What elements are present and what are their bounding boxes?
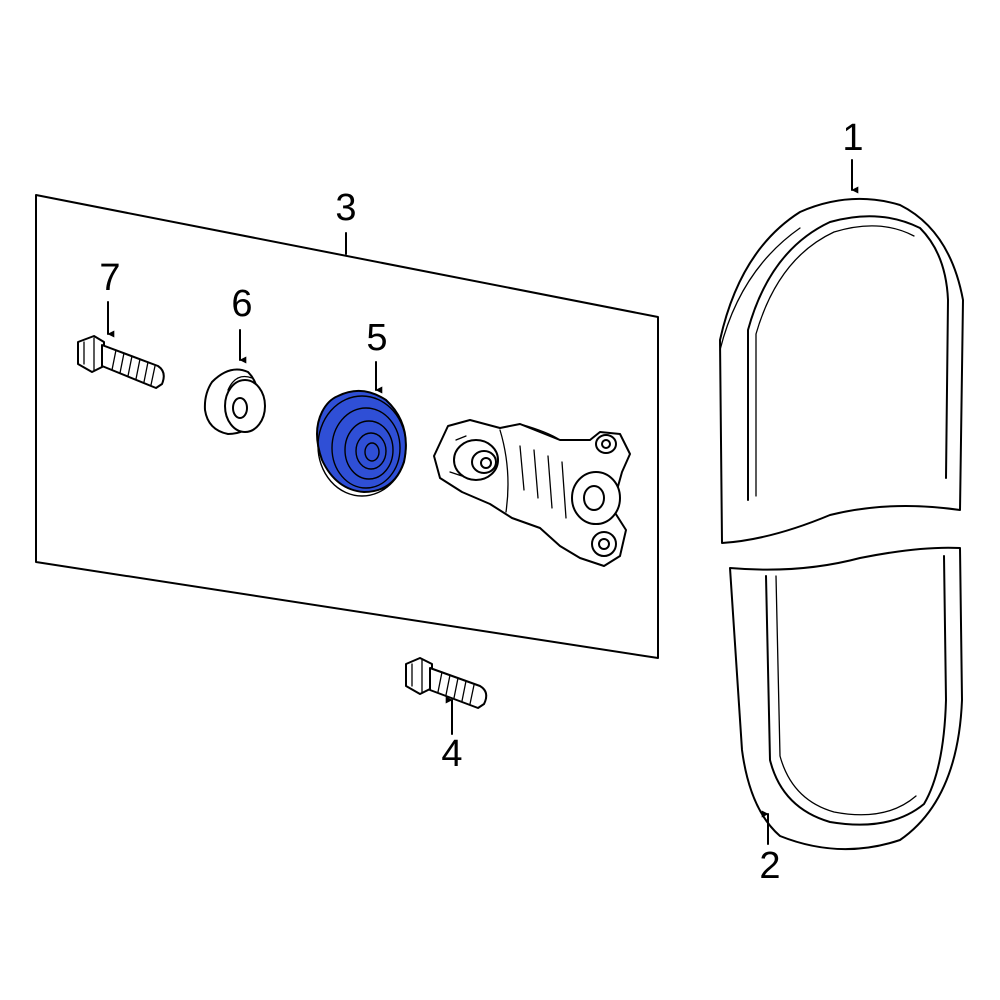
- leader-lines: [107, 159, 859, 845]
- callout-labels: 1 2 3 4 5 6 7: [99, 117, 863, 887]
- idler-pulley-icon: [316, 389, 407, 497]
- callout-5: 5: [366, 317, 387, 359]
- callout-4: 4: [441, 733, 462, 775]
- callout-1: 1: [842, 117, 863, 159]
- callout-6: 6: [231, 283, 252, 325]
- bolt-icon: [77, 335, 165, 389]
- callout-7: 7: [99, 257, 120, 299]
- serpentine-belt-icon: [719, 197, 964, 544]
- callout-2: 2: [759, 845, 780, 887]
- serpentine-belt-icon: [729, 546, 963, 851]
- dust-cap-icon: [203, 368, 266, 435]
- belt-tensioner-icon: [433, 419, 631, 567]
- bolt-icon: [405, 657, 488, 709]
- callout-3: 3: [335, 187, 356, 229]
